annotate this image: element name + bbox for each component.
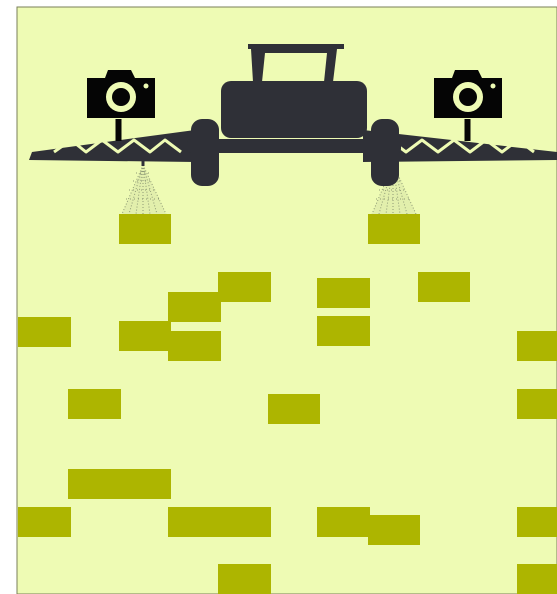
tractor-body <box>221 81 367 138</box>
weed-patch <box>218 272 271 302</box>
weed-patch <box>68 469 121 499</box>
weed-patch <box>517 507 557 537</box>
weed-patch <box>368 515 420 545</box>
weed-patch <box>168 507 221 537</box>
weed-patch <box>168 331 221 361</box>
weed-patch <box>119 469 171 499</box>
weed-patch <box>18 507 71 537</box>
weed-patch <box>418 272 470 302</box>
weed-patch <box>119 321 171 351</box>
left-wheel <box>191 119 219 186</box>
center-boom <box>187 139 401 153</box>
right-wheel <box>371 119 399 186</box>
weed-patch <box>119 214 171 244</box>
weed-patch <box>218 564 271 594</box>
weed-patch <box>317 278 370 308</box>
weed-patch <box>18 317 71 347</box>
weed-patch <box>68 389 121 419</box>
weed-patch <box>268 394 320 424</box>
weed-patch <box>517 389 557 419</box>
weed-patch <box>368 214 420 244</box>
weed-patch <box>517 331 557 361</box>
weed-patch <box>218 507 271 537</box>
weed-patch <box>517 564 557 594</box>
weed-patch <box>317 507 370 537</box>
weed-patch <box>317 316 370 346</box>
weed-patch <box>168 292 221 322</box>
